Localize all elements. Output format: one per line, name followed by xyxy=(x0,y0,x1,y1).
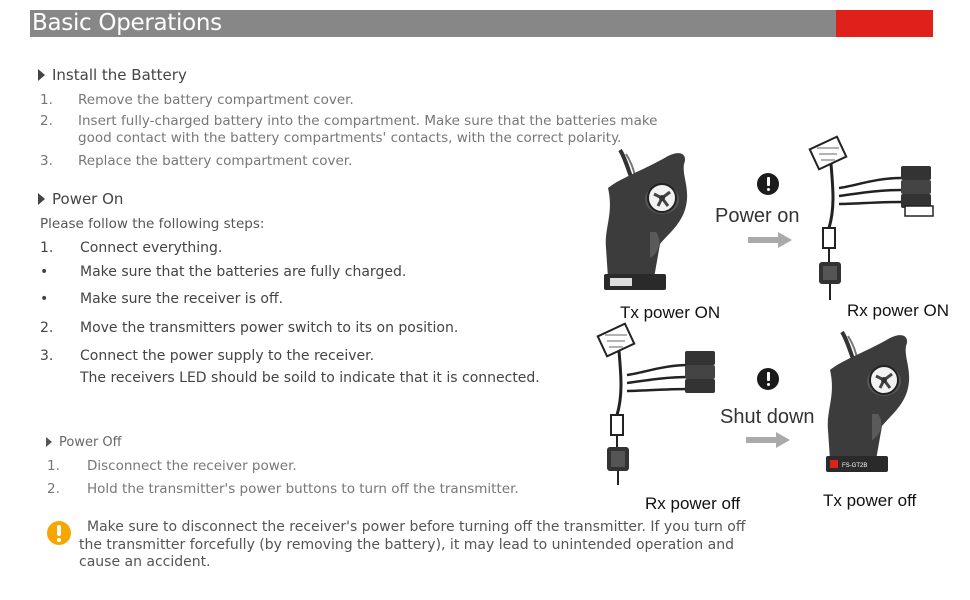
transmitter-image xyxy=(604,148,688,290)
receiver-image xyxy=(808,135,934,300)
page-header: Basic Operations xyxy=(30,10,933,37)
exclamation-circle-icon xyxy=(757,368,779,390)
install-battery-heading: Install the Battery xyxy=(38,66,187,84)
page-title: Basic Operations xyxy=(32,10,222,36)
shut-down-action-label: Shut down xyxy=(720,406,815,428)
triangle-bullet-icon xyxy=(38,69,45,81)
power-on-intro: Please follow the following steps: xyxy=(40,216,265,232)
exclamation-circle-icon xyxy=(757,173,779,195)
transmitter-model-text: FS-GT2B xyxy=(842,463,867,469)
rx-power-on-label: Rx power ON xyxy=(847,301,950,320)
power-on-action-label: Power on xyxy=(715,205,800,227)
warning-text: Make sure to disconnect the receiver's p… xyxy=(79,519,746,570)
tx-power-off-label: Tx power off xyxy=(823,491,917,510)
tx-power-on-label: Tx power ON xyxy=(620,303,721,322)
power-off-heading: Power Off xyxy=(46,435,122,450)
receiver-image xyxy=(596,322,715,485)
header-accent-bar xyxy=(836,10,933,37)
triangle-bullet-icon xyxy=(46,437,52,447)
transmitter-image: FS-GT2B xyxy=(826,330,910,472)
power-on-heading: Power On xyxy=(38,190,123,208)
triangle-bullet-icon xyxy=(38,193,45,205)
exclamation-circle-icon xyxy=(47,521,71,545)
arrow-right-icon xyxy=(746,432,790,448)
arrow-right-icon xyxy=(748,232,792,248)
rx-power-off-label: Rx power off xyxy=(645,494,741,513)
